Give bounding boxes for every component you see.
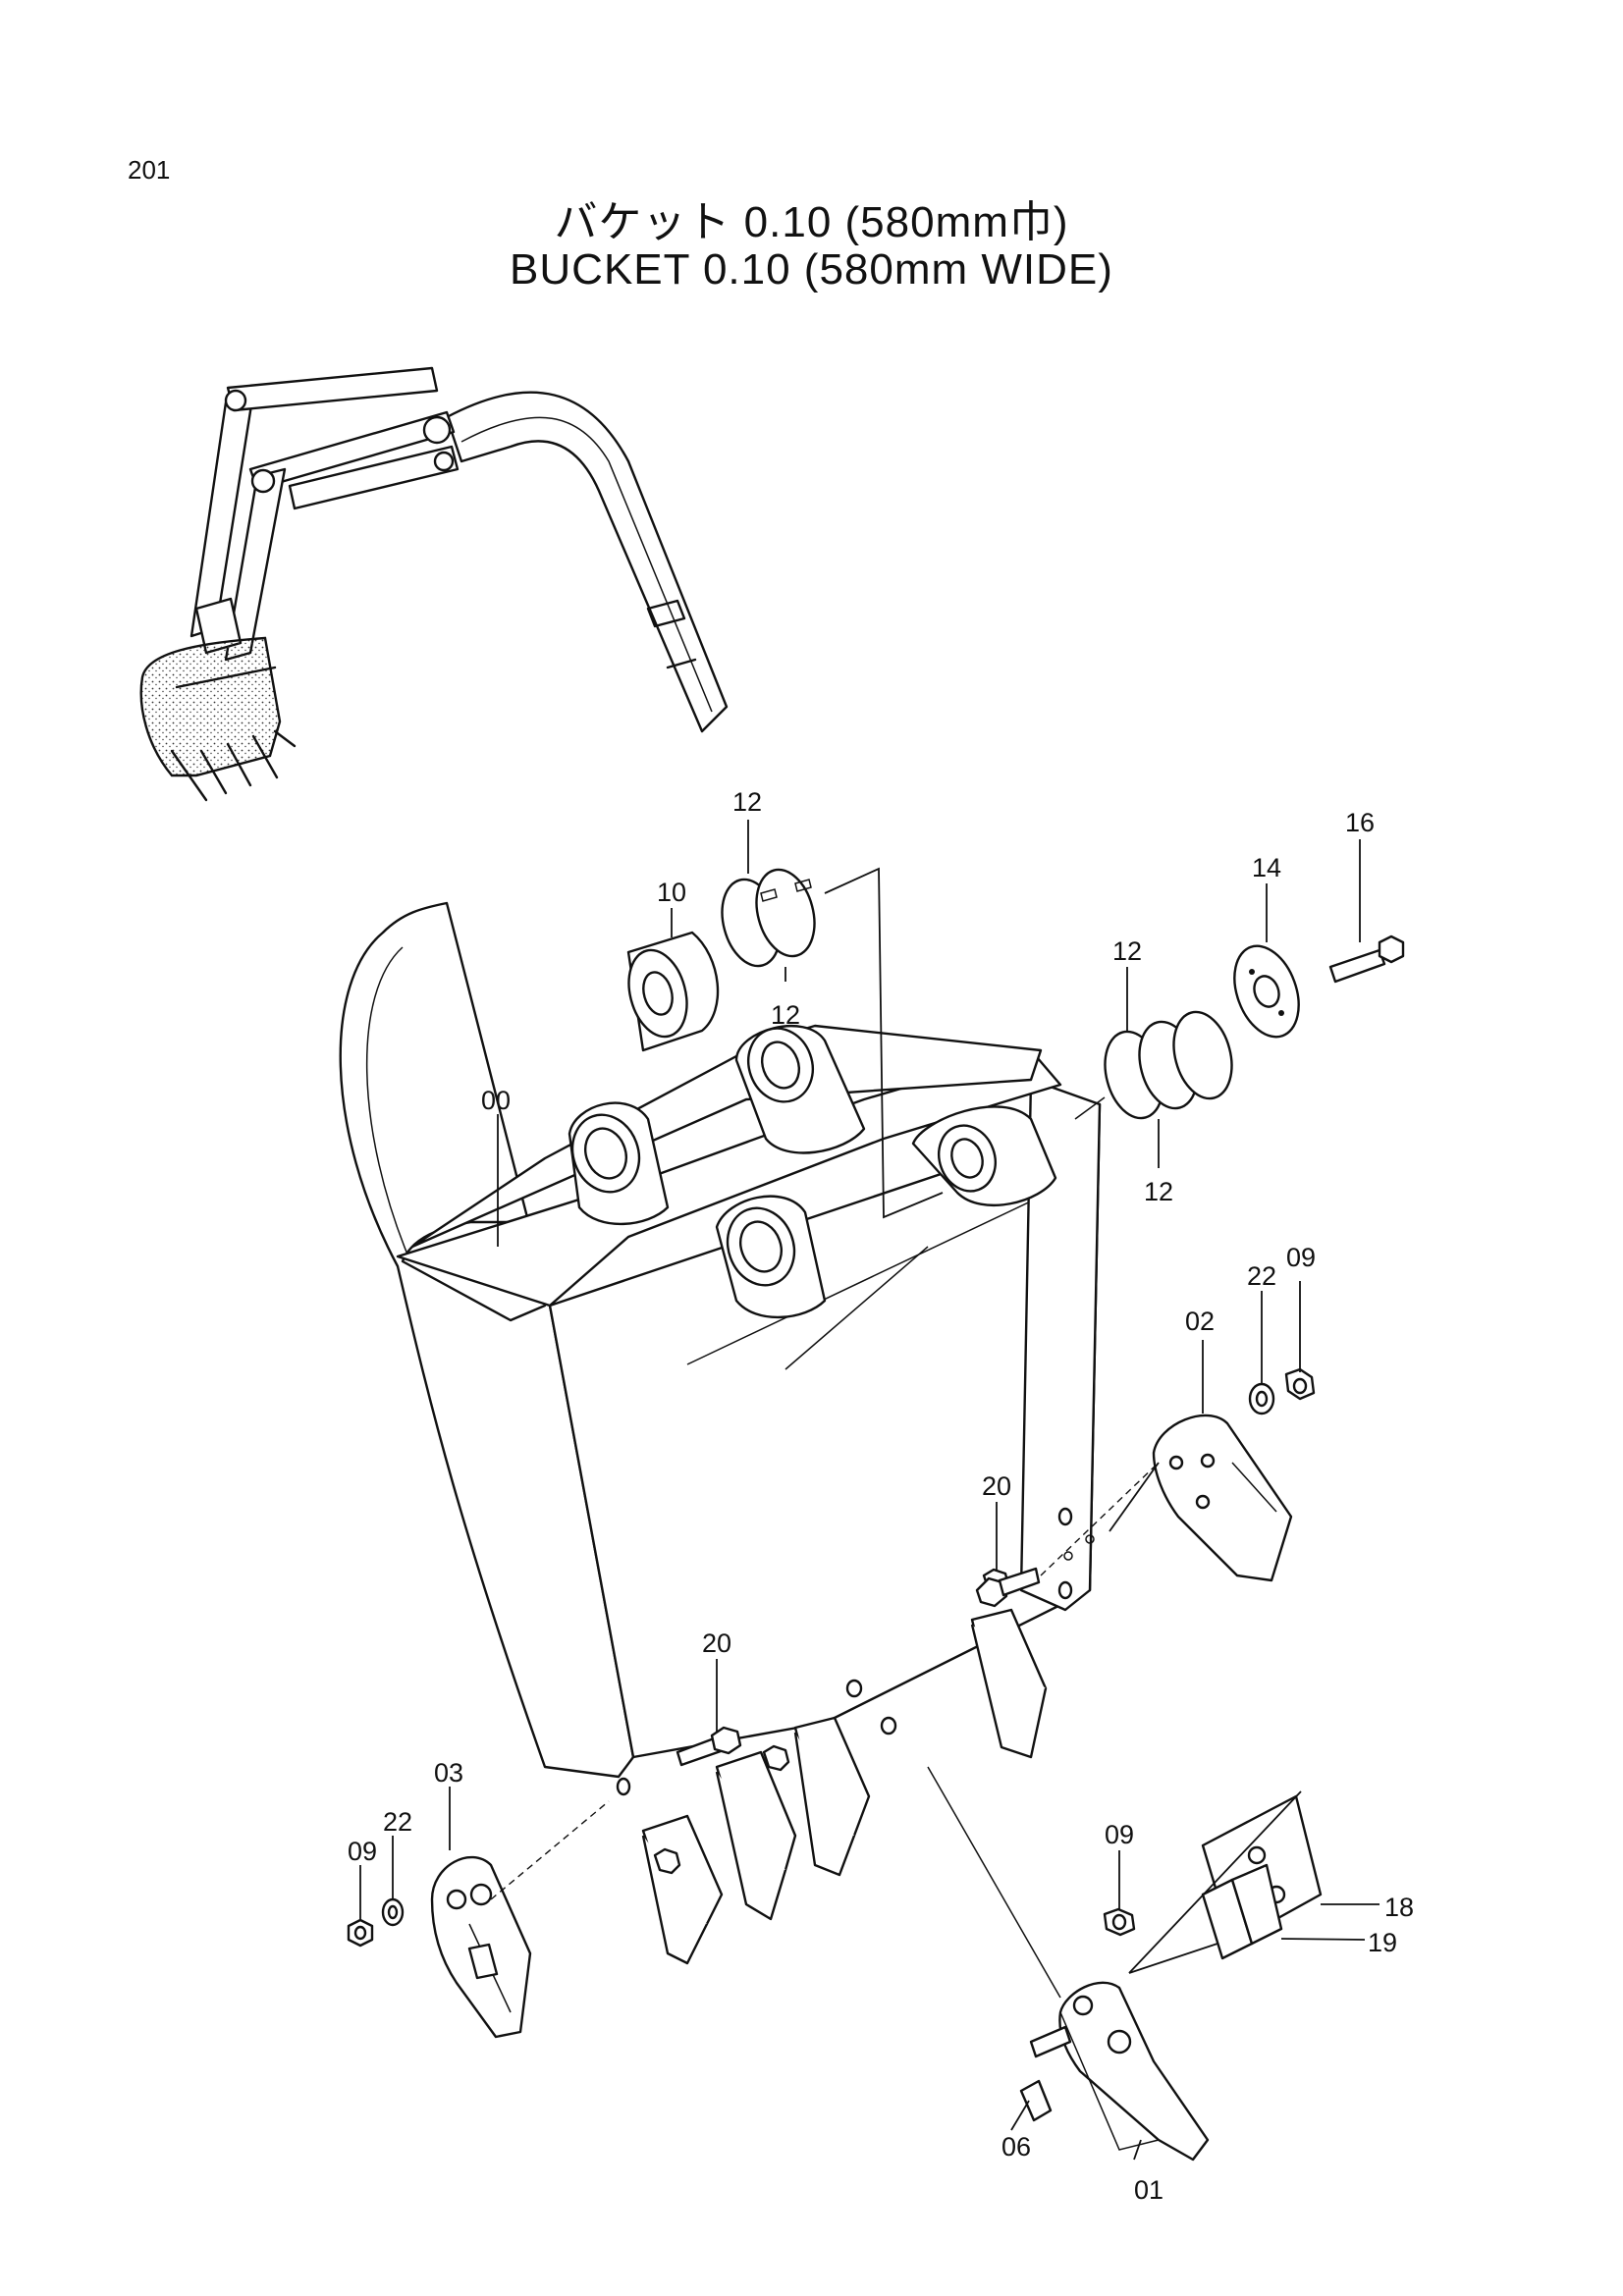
part-16-bolt (1328, 934, 1405, 984)
align-line-02-b (1109, 1462, 1160, 1532)
converge-line-a (1128, 1790, 1302, 1974)
callout-20-right: 20 (982, 1471, 1011, 1501)
part-19-plate (1201, 1863, 1283, 1960)
part-06-bolt (1019, 2025, 1072, 2122)
part-20-bolt-right (975, 1567, 1041, 1608)
pin-boss-right (911, 1105, 1057, 1206)
tooth-guide-line (927, 1766, 1061, 1999)
part-01-tooth (1058, 1981, 1210, 2162)
callout-09-left: 09 (348, 1837, 377, 1866)
page-number: 201 (128, 155, 171, 185)
part-12-shims-right (1074, 1010, 1233, 1120)
callout-03: 03 (434, 1758, 463, 1788)
callout-09-right: 09 (1286, 1243, 1316, 1272)
leader-lines (359, 820, 1380, 2161)
pin-boss-front-left (568, 1101, 670, 1226)
part-10-bushing (626, 931, 720, 1052)
callout-18: 18 (1384, 1893, 1414, 1922)
callout-22-right: 22 (1247, 1261, 1276, 1291)
part-02-side-cutter (1152, 1414, 1293, 1582)
callout-10: 10 (657, 878, 686, 907)
callout-20-left: 20 (702, 1629, 731, 1658)
callout-00: 00 (481, 1086, 511, 1115)
callout-12-top: 12 (732, 787, 762, 817)
part-12-shims-top (721, 868, 816, 968)
callout-12-right: 12 (1112, 936, 1142, 966)
callout-16: 16 (1345, 808, 1375, 837)
callout-19: 19 (1368, 1928, 1397, 1957)
callout-02: 02 (1185, 1307, 1215, 1336)
guide-line-top (824, 867, 944, 1219)
excavator-arm-illustration (139, 366, 729, 802)
part-22-washer-right (1248, 1382, 1275, 1415)
part-14-plate (1233, 944, 1300, 1039)
part-03-side-cutter (430, 1855, 532, 2039)
callout-12-top-lower: 12 (771, 1000, 800, 1030)
part-09-nut-right (1284, 1367, 1316, 1401)
callout-22-left: 22 (383, 1807, 412, 1837)
part-22-washer-left (381, 1897, 405, 1927)
title-english: BUCKET 0.10 (580mm WIDE) (510, 245, 1113, 294)
align-line-03 (490, 1800, 610, 1900)
pin-boss-rear (734, 1024, 866, 1154)
callout-12-right-lower: 12 (1144, 1177, 1173, 1206)
callout-14: 14 (1252, 853, 1281, 882)
part-09-nut-left (347, 1918, 374, 1948)
bucket-teeth (641, 1608, 1048, 1965)
callout-06: 06 (1001, 2132, 1031, 2162)
align-line-02 (1040, 1462, 1160, 1576)
callout-01: 01 (1134, 2175, 1163, 2205)
converge-line-b (1128, 1943, 1218, 1974)
title-japanese: バケット 0.10 (580mm巾) (554, 198, 1069, 246)
pin-boss-front-right (715, 1195, 827, 1319)
bucket-body (339, 901, 1102, 1965)
part-09-nut-tooth (1103, 1907, 1136, 1937)
part-20-bolt-left (676, 1726, 742, 1767)
callout-09-tooth: 09 (1105, 1820, 1134, 1849)
